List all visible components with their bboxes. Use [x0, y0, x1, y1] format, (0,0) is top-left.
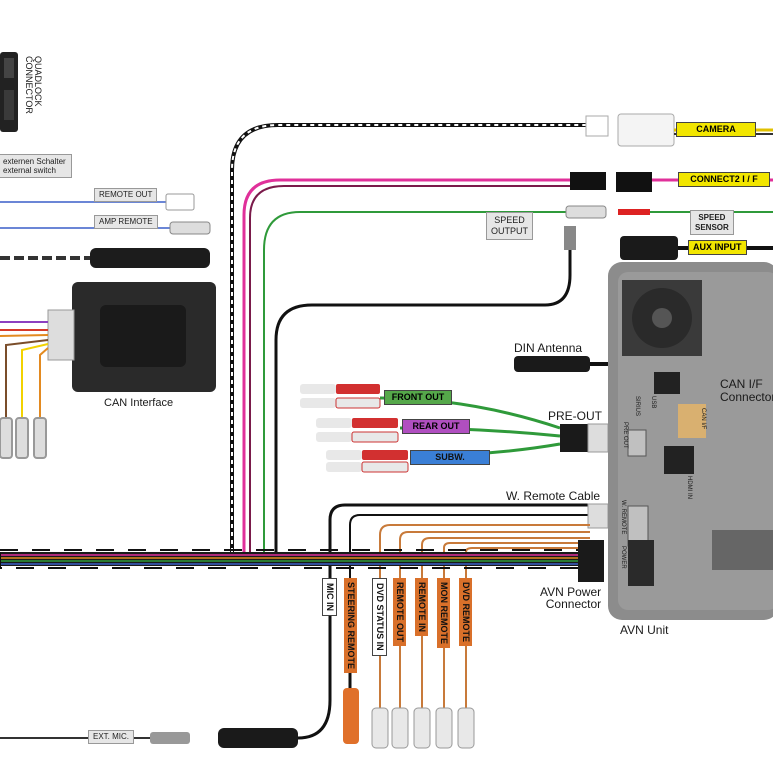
quadlock-connector-icon — [0, 52, 18, 132]
can-interface-box — [47, 282, 216, 392]
w-remote-cable — [328, 503, 609, 600]
external-switch-en: external switch — [3, 166, 56, 176]
external-switch-de: externen Schalter — [3, 157, 66, 166]
ext-mic-cable — [0, 600, 332, 748]
connect2-tag: CONNECT2 I / F — [678, 172, 770, 187]
can-interface-label: CAN Interface — [104, 397, 174, 409]
speed-sensor-line1: SPEED — [698, 213, 726, 222]
avn-power-line2: Connector — [545, 597, 602, 611]
speed-output-tag: SPEED OUTPUT — [486, 212, 533, 240]
pre-out-plugs — [560, 423, 609, 453]
remote-out-wire — [0, 193, 195, 211]
subw-tag: SUBW. — [410, 450, 490, 465]
can-interface-wires — [0, 321, 49, 459]
dvd-remote-tag: DVD REMOTE — [459, 578, 472, 647]
can-if-line2: Connector — [720, 389, 773, 404]
can-if-connector-label: CAN I/F Connector — [720, 378, 773, 403]
avn-power-line1: AVN Power — [540, 585, 602, 599]
aux-input-tag: AUX INPUT — [688, 240, 747, 255]
rca-front-out-cable — [300, 384, 561, 430]
unit-panel-can-if: CAN I/F — [700, 408, 706, 430]
unit-panel-usb: USB — [650, 396, 656, 409]
quadlock-connector-label: QUADLOCK CONNECTOR — [24, 56, 43, 114]
rca-rear-out-cable — [316, 418, 561, 443]
mon-remote-tag: MON REMOTE — [437, 578, 450, 648]
speed-sensor-tag: SPEED SENSOR — [690, 210, 734, 236]
din-antenna-label: DIN Antenna — [514, 341, 583, 355]
external-switch-tag: externen Schalter external switch — [0, 154, 72, 179]
avn-unit — [608, 262, 773, 620]
can-if-line1: CAN I/F — [720, 377, 763, 391]
ext-mic-tag: EXT. MIC. — [88, 730, 135, 744]
orange-wire-plugs — [371, 707, 475, 749]
camera-tag: CAMERA — [676, 122, 756, 137]
steering-remote-tag: STEERING REMOTE — [344, 578, 357, 674]
connect2-cable — [242, 172, 773, 560]
remote-out-v-tag: REMOTE OUT — [393, 578, 406, 646]
mic-in-tag: MIC IN — [322, 578, 337, 616]
w-remote-cable-label: W. Remote Cable — [506, 489, 601, 503]
amp-remote-tag: AMP REMOTE — [94, 215, 158, 229]
unit-panel-sirius: SIRIUS — [634, 396, 640, 417]
remote-out-tag: REMOTE OUT — [94, 188, 158, 202]
remote-in-tag: REMOTE IN — [415, 578, 428, 637]
dvd-status-in-tag: DVD STATUS IN — [372, 578, 387, 656]
rear-out-tag: REAR OUT — [402, 419, 470, 434]
avn-power-connector-label: AVN Power Connector — [540, 586, 601, 610]
unit-panel-w-remote: W. REMOTE — [620, 500, 626, 535]
unit-panel-pre-out: PRE OUT — [622, 422, 628, 449]
main-harness — [0, 540, 604, 582]
speed-output-wire — [263, 205, 773, 560]
orange-wires — [379, 524, 590, 720]
speed-output-line1: SPEED — [494, 215, 525, 225]
front-out-tag: FRONT OUT — [384, 390, 452, 405]
avn-unit-label: AVN Unit — [620, 623, 669, 637]
pre-out-label: PRE-OUT — [548, 409, 602, 423]
left-aux-cable — [0, 248, 210, 268]
unit-panel-hdmi: HDMI IN — [686, 476, 692, 499]
speed-sensor-line2: SENSOR — [695, 222, 729, 232]
speed-output-line2: OUTPUT — [491, 225, 528, 236]
unit-panel-power: POWER — [620, 546, 626, 569]
